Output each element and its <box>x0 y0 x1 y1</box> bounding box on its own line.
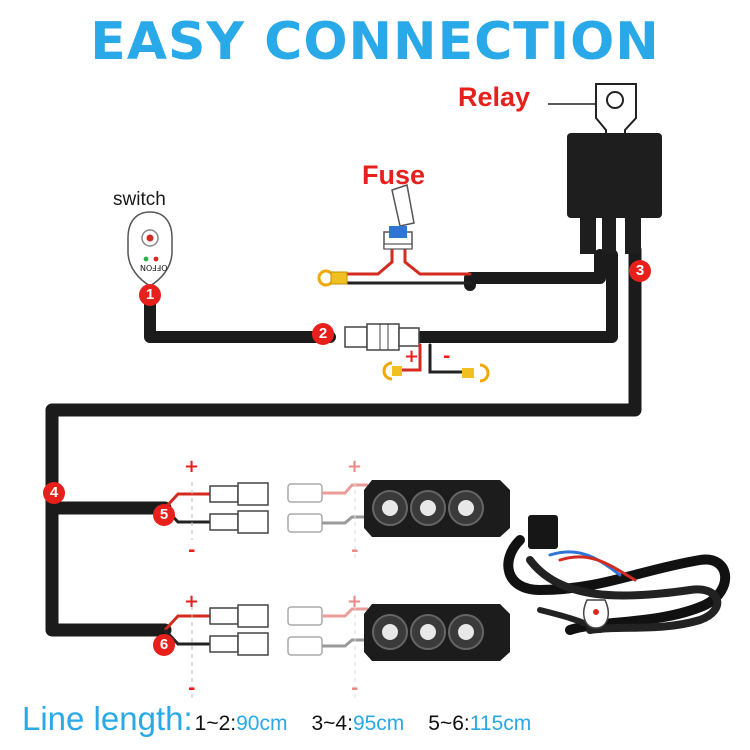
power-minus-sign: - <box>443 346 451 367</box>
led-light-pod-icon <box>364 604 510 661</box>
faded-connector-icon <box>287 483 368 533</box>
pod1-plus-left: + <box>184 456 200 477</box>
marker-6: 6 <box>153 634 175 656</box>
wire-relay-to-fuse <box>464 249 606 291</box>
wire-trunk-3-to-6 <box>45 243 642 637</box>
pod2-plus-right: + <box>347 591 363 612</box>
segment-range-1-2: 1~2: <box>194 712 237 735</box>
switch-label: switch <box>113 189 166 210</box>
marker-5: 5 <box>153 504 175 526</box>
marker-2: 2 <box>312 323 334 345</box>
relay-label: Relay <box>458 82 531 112</box>
wire-connector-to-relay <box>414 249 618 343</box>
power-plus-sign: + <box>404 346 420 367</box>
fuse-label: Fuse <box>362 160 426 190</box>
ring-terminal-icon <box>382 361 402 381</box>
pod1-minus-left: - <box>188 540 196 561</box>
wiring-harness-photo <box>503 515 730 635</box>
segment-length-3-4: 95cm <box>352 712 405 735</box>
segment-length-1-2: 90cm <box>236 712 288 735</box>
polarity-guides <box>191 482 356 700</box>
segment-range-3-4: 3~4: <box>311 712 353 735</box>
fuse-wires <box>343 248 472 285</box>
light-connection-top <box>163 480 510 537</box>
bullet-connector-icon <box>209 604 269 656</box>
led-light-pod-icon <box>364 480 510 537</box>
pod1-minus-right: - <box>351 540 359 561</box>
rocker-switch-icon[interactable] <box>127 211 173 287</box>
connector-icon <box>344 323 420 351</box>
line-length-label: Line length: <box>22 700 193 737</box>
relay-icon <box>548 83 662 254</box>
pod2-minus-right: - <box>351 678 359 699</box>
fuse-icon <box>383 184 415 250</box>
segment-length-5-6: 115cm <box>469 712 532 735</box>
light-connection-bottom <box>163 604 510 661</box>
power-lead-positive <box>396 343 422 372</box>
pod1-plus-right: + <box>347 456 363 477</box>
pod2-plus-left: + <box>184 591 200 612</box>
ring-terminal-icon <box>462 363 490 383</box>
segment-range-5-6: 5~6: <box>428 712 470 735</box>
ring-terminal-icon <box>317 269 348 287</box>
pod2-minus-left: - <box>188 678 196 699</box>
switch-off-label: OFF <box>152 263 168 272</box>
wire-switch-to-connector <box>144 286 336 343</box>
switch-on-label: ON <box>140 263 153 272</box>
faded-connector-icon <box>287 606 368 656</box>
line-length-footer: Line length:1~2:90cm 3~4:95cm 5~6:115cm <box>22 700 531 738</box>
power-leads <box>396 343 464 374</box>
power-lead-negative <box>428 343 464 374</box>
marker-4: 4 <box>43 482 65 504</box>
fuse-red-wire-left <box>343 248 394 276</box>
bullet-connector-icon <box>209 482 269 534</box>
fuse-red-wire-right <box>403 248 472 276</box>
page-title: EASY CONNECTION <box>90 12 660 72</box>
marker-3: 3 <box>629 260 651 282</box>
marker-1: 1 <box>139 284 161 306</box>
